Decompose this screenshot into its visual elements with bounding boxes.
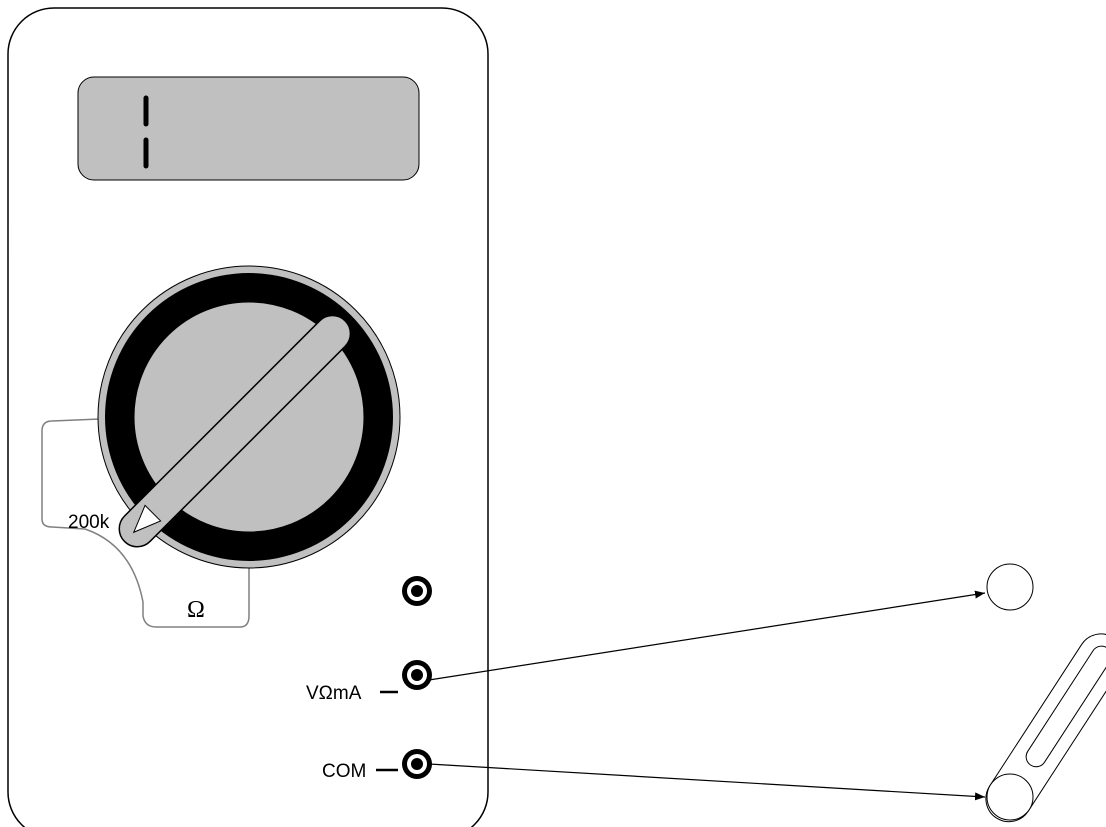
ohm-section-label: Ω (187, 597, 205, 623)
probe-tip-icon[interactable] (986, 563, 1034, 611)
probe-lead-positive (428, 590, 986, 681)
range-label-200k: 200k (68, 512, 110, 533)
probe-lead-common (428, 763, 986, 801)
jack-label-common: COM (322, 761, 366, 782)
rotary-selector-dial[interactable] (97, 265, 401, 569)
lcd-display (77, 76, 420, 181)
jack-common[interactable] (402, 749, 432, 779)
jack-volt-ohm-ma[interactable] (402, 660, 432, 690)
ohm-range-box (41, 418, 250, 628)
probe-tip-icon[interactable] (986, 773, 1034, 821)
paperclip-icon (985, 633, 1106, 823)
jack-10a[interactable] (402, 576, 432, 606)
dial-pointer-icon (118, 314, 352, 548)
jack-label-volt-ohm-ma: VΩmA (306, 683, 362, 704)
lcd-screen (77, 76, 420, 181)
